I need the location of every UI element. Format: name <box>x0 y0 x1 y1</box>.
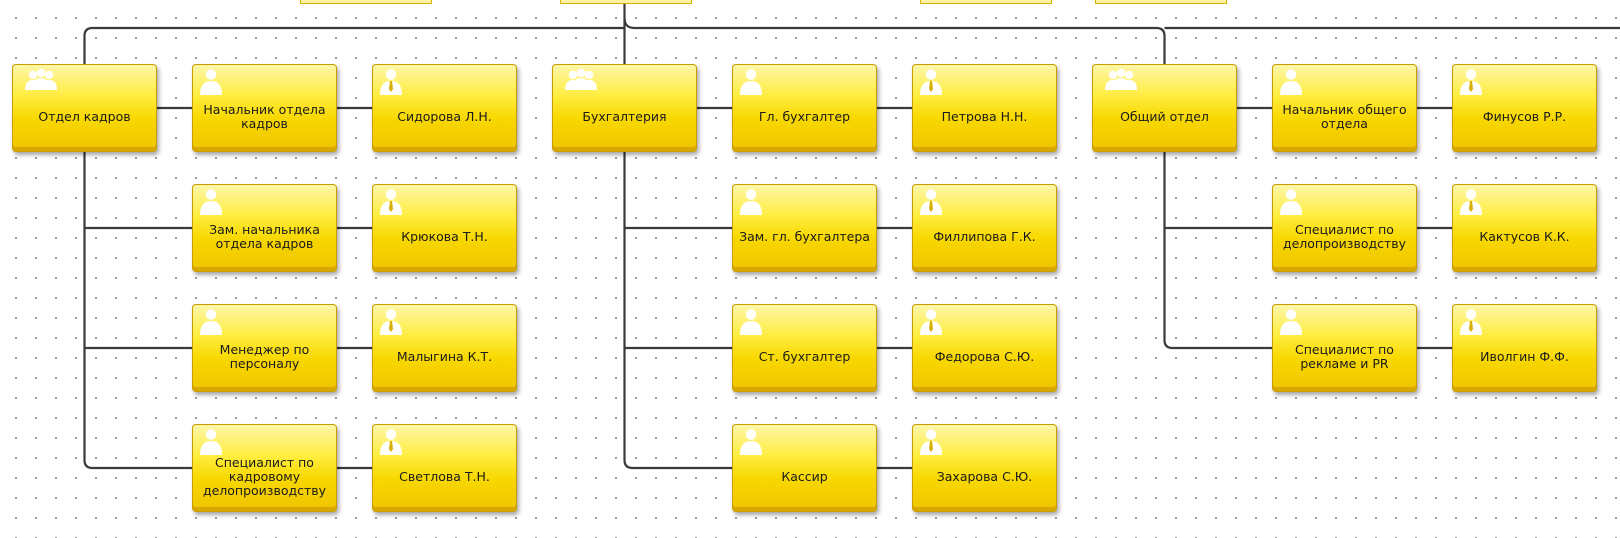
position-node[interactable]: Специалист по рекламе и PR <box>1272 304 1417 392</box>
person-icon <box>739 428 783 456</box>
person-node[interactable]: Филлипова Г.К. <box>912 184 1057 272</box>
person-icon <box>739 68 783 96</box>
person-tie-icon <box>919 308 963 336</box>
person-tie-icon <box>919 188 963 216</box>
person-tie-icon <box>1459 188 1503 216</box>
person-icon <box>739 308 783 336</box>
position-node[interactable]: Зам. начальника отдела кадров <box>192 184 337 272</box>
department-node[interactable]: Бухгалтерия <box>552 64 697 152</box>
bus-line-left <box>83 26 625 64</box>
person-node[interactable]: Петрова Н.Н. <box>912 64 1057 152</box>
department-node[interactable]: Отдел кадров <box>12 64 157 152</box>
person-icon <box>199 68 243 96</box>
person-icon <box>199 188 243 216</box>
cropped-node-stub <box>1095 0 1227 4</box>
position-node-label: Зам. начальника отдела кадров <box>209 222 320 251</box>
position-node-label: Начальник отдела кадров <box>203 102 326 131</box>
department-node-label: Бухгалтерия <box>582 109 667 124</box>
person-node-label: Малыгина К.Т. <box>396 349 493 364</box>
position-node-label: Зам. гл. бухгалтера <box>739 229 870 244</box>
person-node-label: Финусов Р.Р. <box>1482 109 1567 124</box>
position-node-label: Начальник общего отдела <box>1282 102 1407 131</box>
dept-spine-line <box>623 152 732 470</box>
person-icon <box>739 188 783 216</box>
person-icon <box>199 428 243 456</box>
dept-spine-line <box>1163 152 1272 350</box>
person-tie-icon <box>379 68 423 96</box>
position-node[interactable]: Специалист по делопроизводству <box>1272 184 1417 272</box>
position-node-label: Ст. бухгалтер <box>758 349 851 364</box>
person-node-label: Крюкова Т.Н. <box>401 229 488 244</box>
person-node[interactable]: Светлова Т.Н. <box>372 424 517 512</box>
person-node[interactable]: Федорова С.Ю. <box>912 304 1057 392</box>
department-node[interactable]: Общий отдел <box>1092 64 1237 152</box>
person-tie-icon <box>1459 308 1503 336</box>
department-node-label: Общий отдел <box>1120 109 1209 124</box>
person-node-label: Светлова Т.Н. <box>399 469 490 484</box>
person-node-label: Петрова Н.Н. <box>941 109 1028 124</box>
group-icon <box>559 68 603 96</box>
position-node[interactable]: Гл. бухгалтер <box>732 64 877 152</box>
dept-spine-line <box>83 152 192 470</box>
person-node[interactable]: Захарова С.Ю. <box>912 424 1057 512</box>
person-node-label: Захарова С.Ю. <box>936 469 1033 484</box>
person-node[interactable]: Финусов Р.Р. <box>1452 64 1597 152</box>
bus-line-right <box>623 17 1166 64</box>
person-node[interactable]: Сидорова Л.Н. <box>372 64 517 152</box>
position-node[interactable]: Начальник отдела кадров <box>192 64 337 152</box>
cropped-node-stub <box>920 0 1052 4</box>
position-node-label: Менеджер по персоналу <box>219 342 310 371</box>
person-node[interactable]: Крюкова Т.Н. <box>372 184 517 272</box>
position-node[interactable]: Кассир <box>732 424 877 512</box>
person-node-label: Кактусов К.К. <box>1479 229 1570 244</box>
position-node[interactable]: Начальник общего отдела <box>1272 64 1417 152</box>
person-tie-icon <box>919 68 963 96</box>
person-node[interactable]: Малыгина К.Т. <box>372 304 517 392</box>
position-node[interactable]: Менеджер по персоналу <box>192 304 337 392</box>
position-node[interactable]: Специалист по кадровому делопроизводству <box>192 424 337 512</box>
position-node-label: Специалист по кадровому делопроизводству <box>202 455 327 498</box>
group-icon <box>19 68 63 96</box>
person-node-label: Иволгин Ф.Ф. <box>1480 349 1569 364</box>
position-node-label: Кассир <box>781 469 828 484</box>
person-node-label: Филлипова Г.К. <box>933 229 1036 244</box>
person-tie-icon <box>379 188 423 216</box>
position-node[interactable]: Ст. бухгалтер <box>732 304 877 392</box>
cropped-node-stub <box>300 0 432 4</box>
cropped-node-stub <box>560 0 692 4</box>
person-tie-icon <box>379 308 423 336</box>
person-tie-icon <box>1459 68 1503 96</box>
person-node-label: Сидорова Л.Н. <box>397 109 492 124</box>
department-node-label: Отдел кадров <box>38 109 131 124</box>
person-tie-icon <box>379 428 423 456</box>
person-icon <box>1279 188 1323 216</box>
person-node[interactable]: Иволгин Ф.Ф. <box>1452 304 1597 392</box>
person-icon <box>199 308 243 336</box>
person-icon <box>1279 308 1323 336</box>
position-node[interactable]: Зам. гл. бухгалтера <box>732 184 877 272</box>
position-node-label: Специалист по рекламе и PR <box>1295 342 1394 371</box>
person-node[interactable]: Кактусов К.К. <box>1452 184 1597 272</box>
position-node-label: Специалист по делопроизводству <box>1282 222 1407 251</box>
group-icon <box>1099 68 1143 96</box>
person-node-label: Федорова С.Ю. <box>934 349 1035 364</box>
position-node-label: Гл. бухгалтер <box>758 109 851 124</box>
person-icon <box>1279 68 1323 96</box>
person-tie-icon <box>919 428 963 456</box>
